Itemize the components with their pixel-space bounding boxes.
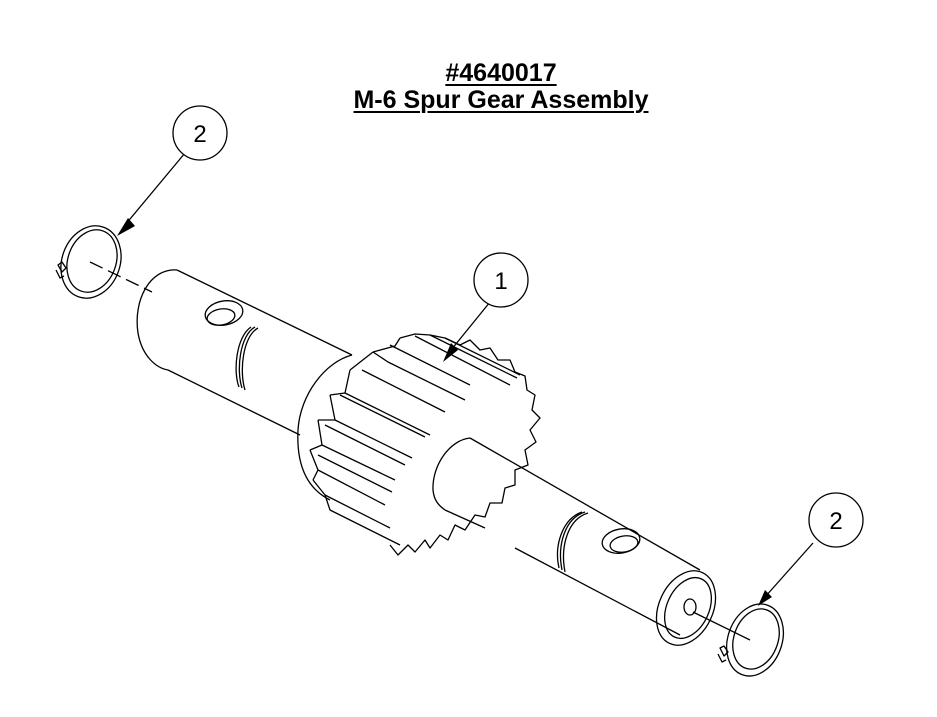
callout-balloon	[172, 105, 228, 161]
shaft-left-end	[136, 269, 353, 436]
callout-label: 1	[494, 268, 507, 295]
shaft-right-end	[432, 437, 717, 646]
callout-label: 2	[193, 121, 206, 148]
callout-2-left[interactable]: 2	[172, 105, 228, 161]
assembly-name: M-6 Spur Gear Assembly	[353, 86, 649, 114]
gear-hub	[297, 354, 353, 501]
spur-gear	[309, 333, 541, 556]
title-block: #4640017 M-6 Spur Gear Assembly	[0, 60, 937, 114]
arrowhead-2-left	[117, 218, 135, 236]
arrowhead-1	[443, 343, 458, 362]
centerline-left	[89, 261, 153, 293]
callout-2-right[interactable]: 2	[808, 492, 864, 548]
retaining-ring-right	[717, 603, 785, 677]
callout-balloon	[473, 252, 529, 308]
centerline-right	[692, 611, 751, 641]
callout-balloon	[808, 492, 864, 548]
callout-1[interactable]: 1	[473, 252, 529, 308]
leader-2-left	[124, 152, 186, 226]
retaining-ring-left	[55, 225, 122, 299]
arrowhead-2-right	[758, 590, 772, 606]
leader-2-right	[764, 542, 814, 598]
part-number: #4640017	[445, 59, 557, 87]
callout-label: 2	[829, 508, 842, 535]
